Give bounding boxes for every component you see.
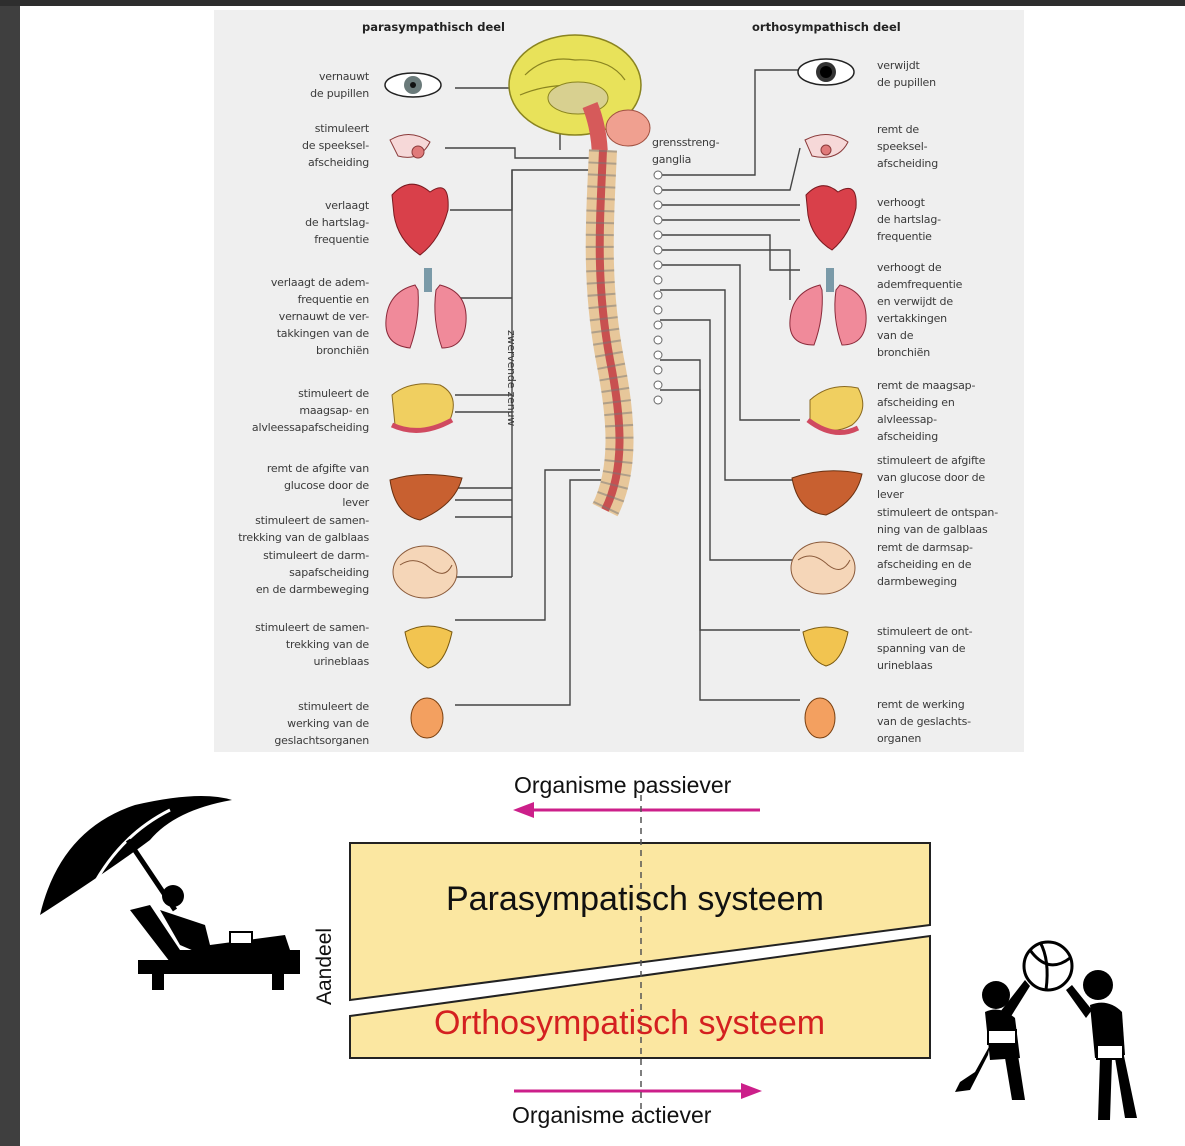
active-arrow-head: [741, 1083, 762, 1099]
parasympathetic-region-label: Parasympatisch systeem: [446, 880, 824, 919]
y-axis-label: Aandeel: [313, 928, 337, 1005]
orthosympathetic-region-label: Orthosympatisch systeem: [434, 1004, 825, 1043]
active-arrow-label: Organisme actiever: [512, 1102, 711, 1129]
passive-arrow-label: Organisme passiever: [514, 772, 731, 799]
children-playing-ball-icon: [955, 942, 1137, 1120]
passive-arrow-head: [513, 802, 534, 818]
person-under-umbrella-icon: [40, 796, 300, 990]
